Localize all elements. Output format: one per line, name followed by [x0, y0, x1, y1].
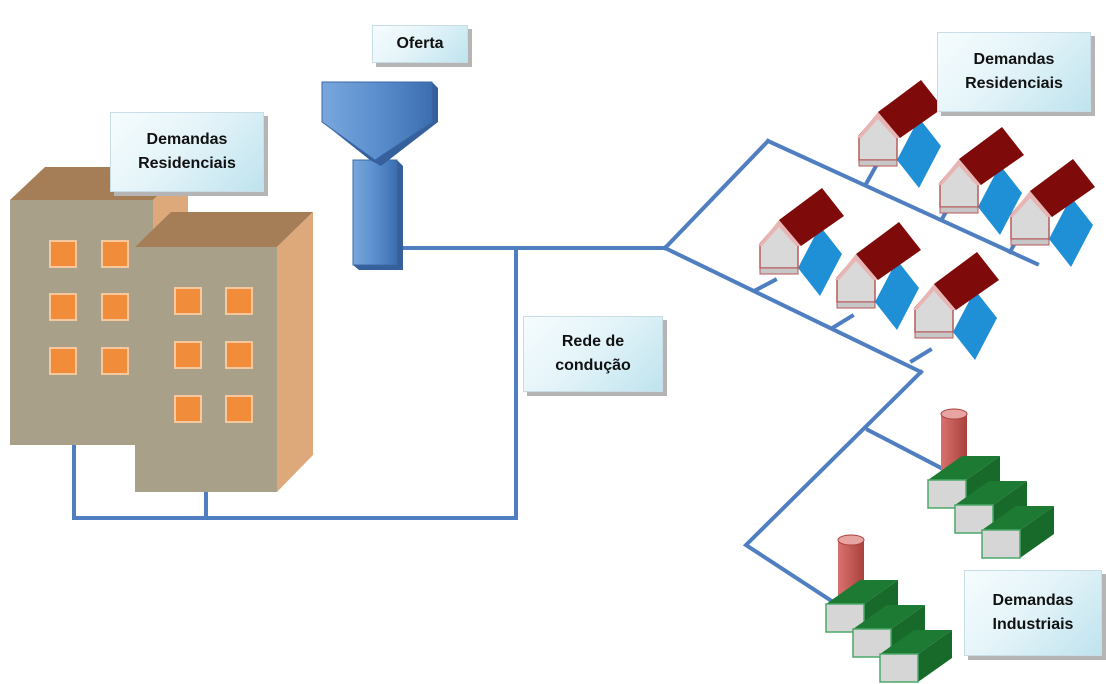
label-industrial: Demandas Industriais [964, 570, 1102, 656]
pipe-lower-row [662, 245, 924, 375]
house-icon [856, 79, 944, 189]
house-icon [757, 187, 845, 297]
house-icon [1008, 158, 1096, 268]
label-oferta: Oferta [372, 25, 468, 63]
label-line: Industriais [992, 616, 1074, 633]
label-line: Demandas [146, 131, 228, 148]
pipe-industrial [742, 369, 924, 603]
water-tower-icon [321, 81, 438, 270]
label-rede-conducao: Rede de condução [523, 316, 663, 392]
label-residential-left: Demandas Residenciais [110, 112, 264, 192]
label-line: Demandas [973, 51, 1055, 68]
factory-icon [927, 408, 1055, 559]
house-icon [834, 221, 922, 331]
pipe-upper-row [765, 138, 1040, 267]
label-line: Rede de [561, 333, 625, 350]
label-oferta-text: Oferta [396, 35, 444, 52]
label-line: Residenciais [965, 75, 1063, 92]
label-residential-right: Demandas Residenciais [937, 32, 1091, 112]
pipe-buildings [72, 246, 518, 520]
label-line: condução [555, 357, 631, 374]
label-line: Residenciais [138, 155, 236, 172]
pipe-branch-upper [662, 138, 771, 251]
house-icon [912, 251, 1000, 361]
label-line: Demandas [992, 592, 1074, 609]
pipe-network [72, 138, 1040, 603]
apartment-building-icon [10, 167, 313, 492]
factory-icon [825, 534, 953, 683]
